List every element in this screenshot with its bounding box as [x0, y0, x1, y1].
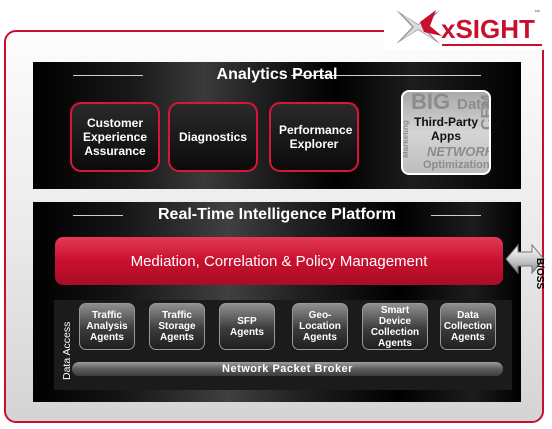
data-access-label: Data Access [61, 321, 73, 380]
performance-explorer-button[interactable]: Performance Explorer [269, 102, 359, 172]
agent-label: Data Collection Agents [443, 310, 493, 343]
analytics-portal-panel: Analytics Portal Customer Experience Ass… [33, 62, 521, 189]
smart-device-collection-agents[interactable]: Smart Device Collection Agents [362, 303, 428, 350]
bg-word-data: Data [457, 96, 490, 113]
logo-wordmark: xSIGHT [441, 14, 535, 44]
button-label: Customer Experience Assurance [82, 116, 148, 158]
button-label: Performance Explorer [279, 123, 353, 151]
mediation-label: Mediation, Correlation & Policy Manageme… [130, 252, 428, 270]
diagnostics-button[interactable]: Diagnostics [168, 102, 258, 172]
traffic-storage-agents[interactable]: Traffic Storage Agents [149, 303, 205, 350]
bss-double-arrow-icon [506, 243, 545, 275]
third-party-apps-button[interactable]: BIG Data Marketing CEM NETWORK Optimizat… [401, 90, 491, 175]
logo-trademark: ™ [534, 10, 540, 16]
agent-label: Traffic Storage Agents [158, 310, 196, 343]
data-collection-agents[interactable]: Data Collection Agents [440, 303, 496, 350]
button-label: Diagnostics [178, 130, 247, 144]
bss-label: B/OSS [534, 258, 545, 290]
sfp-agents[interactable]: SFP Agents [219, 303, 275, 350]
third-party-apps-label: Third-Party Apps [413, 115, 478, 143]
traffic-analysis-agents[interactable]: Traffic Analysis Agents [79, 303, 135, 350]
platform-title: Real-Time Intelligence Platform [158, 206, 396, 223]
customer-experience-assurance-button[interactable]: Customer Experience Assurance [70, 102, 160, 172]
bg-word-big: BIG [411, 90, 451, 114]
agent-label: Smart Device Collection Agents [370, 304, 420, 349]
xsight-logo: xSIGHT ™ [384, 4, 552, 50]
bg-word-network: NETWORK [427, 144, 491, 159]
agent-label: Geo-Location Agents [299, 310, 341, 343]
network-packet-broker-bar[interactable]: Network Packet Broker [72, 362, 503, 376]
geo-location-agents[interactable]: Geo-Location Agents [292, 303, 348, 350]
agent-label: SFP Agents [230, 315, 264, 338]
mediation-correlation-policy-bar[interactable]: Mediation, Correlation & Policy Manageme… [55, 237, 503, 285]
title-rule-left [73, 215, 123, 216]
title-rule-left [73, 75, 143, 76]
broker-label: Network Packet Broker [222, 363, 353, 375]
title-rule-right [431, 215, 481, 216]
logo-underline [442, 44, 542, 46]
title-rule-right [291, 75, 481, 76]
logo-emblem-icon [396, 10, 442, 44]
agent-label: Traffic Analysis Agents [86, 310, 128, 343]
analytics-portal-title: Analytics Portal [216, 66, 338, 83]
bg-word-optimization: Optimization [423, 159, 490, 171]
